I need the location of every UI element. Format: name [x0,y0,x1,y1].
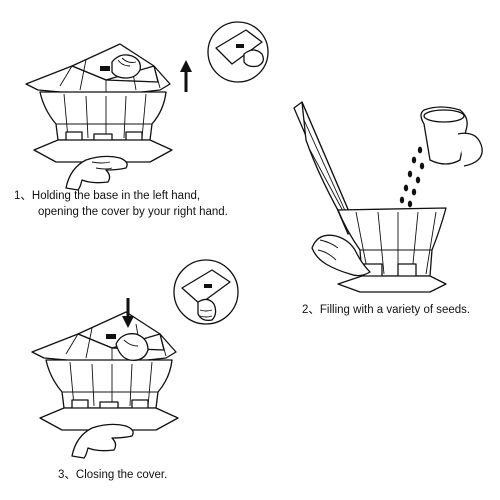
step1-text-line1: 、Holding the base in the left hand, [20,190,201,202]
step3-feeder-illustration [31,311,179,459]
step3-zoom-detail [173,259,239,325]
step1-number: 1 [14,190,21,202]
step3-number: 3 [58,469,65,481]
step1-feeder-illustration [25,43,173,191]
step1-caption: 1、Holding the base in the left hand, ope… [14,188,228,220]
step1-up-arrow-icon [180,60,192,92]
step2-seeds [399,146,425,208]
step2-feeder-illustration [293,101,483,293]
step2-text: 、Filling with a variety of seeds. [308,304,471,316]
step3-text: 、Closing the cover. [64,469,168,481]
step3-caption: 3、Closing the cover. [58,467,167,483]
step1-zoom-detail [207,21,269,83]
step2-caption: 2、Filling with a variety of seeds. [302,302,470,318]
step2-number: 2 [302,304,309,316]
step3-down-arrow-icon [122,298,134,328]
step1-text-line2: opening the cover by your right hand. [38,206,228,218]
